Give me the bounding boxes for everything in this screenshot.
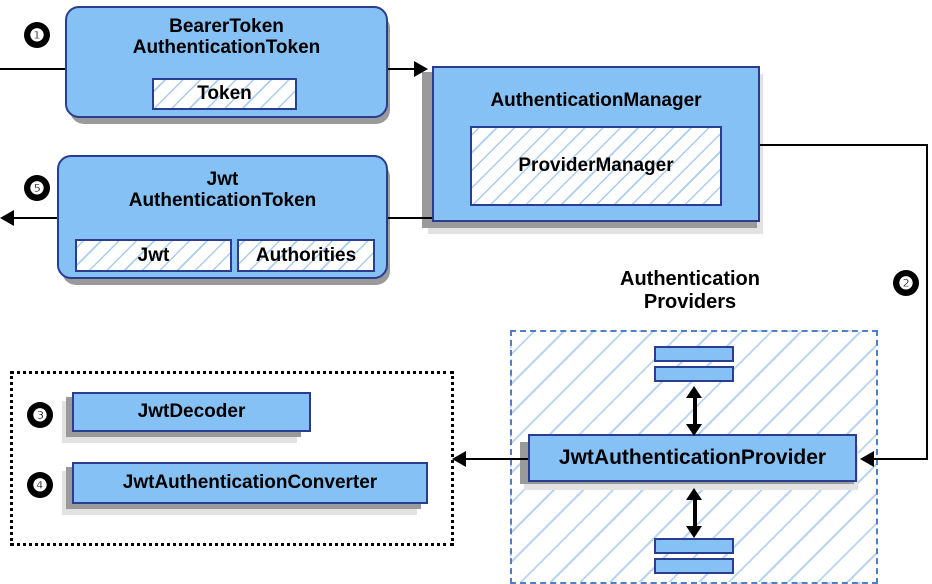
bearer-token-inner-token-box: Token [152,78,297,110]
jwt-token-title-line1: Jwt [206,169,239,190]
provider-to-support-arrowhead [452,451,466,467]
authentication-providers-label: Authentication Providers [560,268,820,314]
authentication-providers-label-line1: Authentication [620,268,760,290]
jwt-decoder-label: JwtDecoder [137,401,246,423]
manager-to-provider-line-top [760,144,928,146]
provider-placeholder-bar-bottom-1 [654,538,734,554]
bearer-token-title-line1: BearerToken [169,16,284,37]
provider-manager-box: ProviderManager [470,126,722,206]
bearer-token-title-line2: AuthenticationToken [132,37,321,59]
response-out-arrowhead [0,210,14,226]
jwt-token-title-line2: AuthenticationToken [128,190,317,212]
provider-link-top-arrow-up [686,386,702,398]
token-label: Token [197,83,252,104]
provider-link-top-line [693,392,697,428]
response-out-line [8,217,60,219]
step-marker-3: ❸ [27,402,53,428]
bearer-to-manager-arrowhead [414,61,428,77]
provider-to-support-line [462,458,528,460]
jwt-authentication-converter-label: JwtAuthenticationConverter [122,472,378,494]
manager-to-provider-arrowhead [860,451,874,467]
step-marker-1: ❶ [24,22,50,48]
request-in-line [0,68,72,70]
provider-placeholder-bar-top-1 [654,346,734,362]
bearer-token-authentication-token-node[interactable]: BearerToken AuthenticationToken [65,6,388,118]
jwt-label: Jwt [137,244,170,266]
provider-placeholder-bar-bottom-2 [654,558,734,574]
provider-manager-label: ProviderManager [518,155,674,176]
provider-link-bottom-arrow-up [686,488,702,500]
jwt-authentication-provider-node[interactable]: JwtAuthenticationProvider [528,434,857,482]
bearer-to-manager-line [388,68,422,70]
authorities-label: Authorities [255,244,357,266]
provider-link-bottom-arrow-down [686,526,702,538]
provider-placeholder-bar-top-2 [654,366,734,382]
manager-to-jwt-token-line [388,217,436,219]
step-marker-4: ❹ [27,472,53,498]
manager-to-provider-line-vertical [926,144,928,458]
jwt-authentication-converter-node[interactable]: JwtAuthenticationConverter [72,462,428,504]
authentication-manager-title: AuthenticationManager [490,90,702,111]
step-marker-5: ❺ [24,175,50,201]
jwt-authentication-provider-label: JwtAuthenticationProvider [558,446,827,470]
provider-link-top-arrow-down [686,424,702,436]
provider-link-bottom-line [693,494,697,530]
step-marker-2: ❷ [893,270,919,296]
manager-to-provider-line-bottom [872,458,928,460]
jwt-token-inner-authorities-box: Authorities [237,239,375,272]
authentication-providers-label-line2: Providers [643,291,737,313]
jwt-decoder-node[interactable]: JwtDecoder [72,392,311,432]
jwt-token-inner-jwt-box: Jwt [75,239,232,272]
